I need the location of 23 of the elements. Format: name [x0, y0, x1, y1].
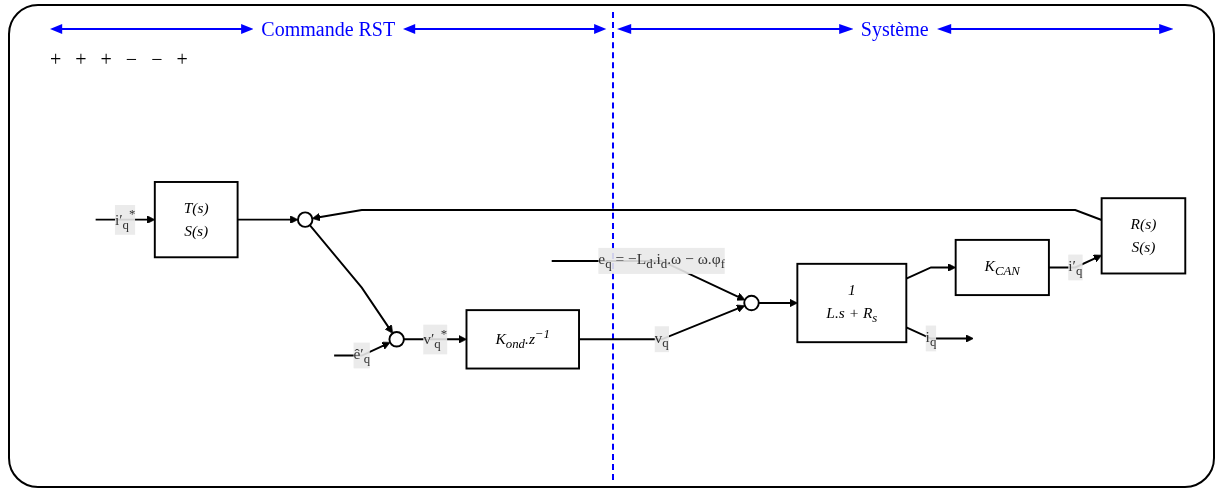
node-circle: [296, 211, 314, 228]
edge-label: ê′$_{q}$: [353, 345, 371, 366]
sign-label: +: [50, 48, 62, 71]
node-box: [1100, 197, 1187, 275]
node-box: [153, 181, 239, 259]
node-box: [796, 262, 908, 344]
sign-label: −: [125, 48, 138, 71]
node-box: [465, 309, 580, 370]
edge-label: i$_{q}$: [925, 328, 937, 349]
node-circle: [388, 331, 405, 348]
section-label: Commande RST: [261, 17, 396, 41]
sign-label: −: [151, 48, 163, 71]
sign-label: +: [100, 48, 112, 71]
arrow: [757, 298, 798, 308]
section-label: Système: [860, 17, 929, 41]
edge-label: e$_{q}$ = −L$_{d}$.i$_{d}$.ω − ω.φ$_{f}$: [598, 250, 725, 272]
node-box: [954, 238, 1050, 297]
sign-label: +: [75, 48, 87, 71]
node-circle: [743, 294, 760, 312]
sign-label: +: [176, 48, 188, 71]
edge-label: v$_{q}$: [654, 329, 669, 350]
edge-label: i′$_{q}$: [1068, 257, 1083, 278]
arrow: [308, 224, 393, 334]
